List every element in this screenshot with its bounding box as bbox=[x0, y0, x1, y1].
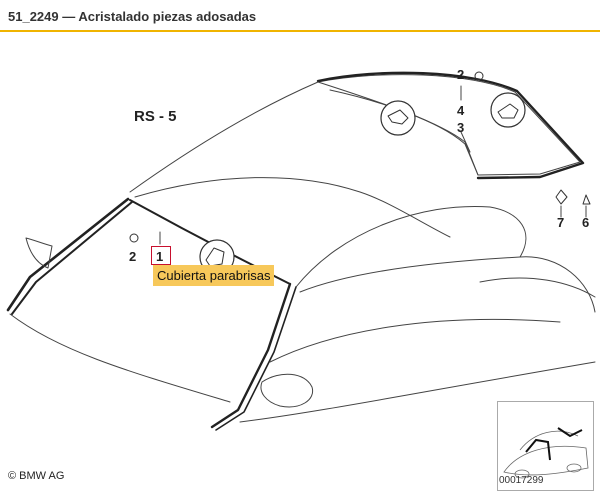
header-bar: 51_2249 — Acristalado piezas adosadas bbox=[0, 0, 600, 32]
part-6-piece bbox=[582, 194, 591, 205]
windshield-frame-b bbox=[11, 201, 133, 315]
parts-diagram: RS - 5 2 4 3 2 1 7 6 Cubierta parabrisas… bbox=[0, 32, 600, 503]
detail-circle-rear-right bbox=[490, 92, 526, 128]
rear-window-seal bbox=[316, 71, 585, 180]
roof-line bbox=[129, 81, 319, 193]
callout-6[interactable]: 6 bbox=[582, 215, 590, 230]
detail-clip-rear-right bbox=[497, 103, 519, 119]
copyright-label: © BMW AG bbox=[8, 470, 65, 482]
thumb-roof bbox=[519, 430, 579, 451]
callout-2-left[interactable]: 2 bbox=[129, 249, 137, 264]
door-line-2 bbox=[269, 318, 561, 363]
image-code: 00017299 bbox=[499, 475, 544, 486]
callout-2-top[interactable]: 2 bbox=[457, 67, 465, 82]
side-body bbox=[295, 205, 527, 288]
leader-lines bbox=[159, 85, 587, 245]
thumb-wheel-front bbox=[514, 469, 530, 479]
thumb-wheel-rear bbox=[566, 463, 582, 473]
page-title: 51_2249 — Acristalado piezas adosadas bbox=[8, 9, 257, 24]
detail-circle-rear-left bbox=[380, 100, 416, 136]
mirror-outline bbox=[260, 373, 314, 408]
thumbnail-drawing bbox=[503, 427, 589, 479]
part-2-clip-top bbox=[474, 71, 484, 81]
callout-1[interactable]: 1 bbox=[156, 249, 164, 264]
lower-body bbox=[239, 361, 596, 423]
door-line bbox=[299, 256, 596, 313]
hood-line bbox=[9, 313, 231, 403]
group-label: RS - 5 bbox=[134, 108, 177, 125]
thumb-body bbox=[503, 445, 589, 476]
a-pillar-seal bbox=[210, 282, 292, 429]
car-drawing bbox=[6, 71, 596, 431]
callout-4[interactable]: 4 bbox=[457, 103, 465, 118]
thumb-windshield bbox=[525, 438, 551, 461]
overview-thumbnail[interactable] bbox=[497, 401, 594, 491]
rear-fender bbox=[479, 277, 596, 298]
detail-clip-rear-left bbox=[387, 109, 409, 125]
callout-7[interactable]: 7 bbox=[557, 215, 565, 230]
callout-3[interactable]: 3 bbox=[457, 120, 465, 135]
windshield-frame bbox=[6, 197, 130, 312]
a-pillar-seal-b bbox=[215, 286, 297, 431]
rear-window-outline bbox=[317, 74, 581, 176]
callout-1-highlight[interactable] bbox=[151, 246, 171, 265]
part-tooltip: Cubierta parabrisas bbox=[153, 265, 275, 286]
part-7-piece bbox=[555, 189, 568, 205]
part-2-clip-left bbox=[129, 233, 139, 243]
a-pillar-trim-left bbox=[25, 237, 53, 269]
roof-line-2 bbox=[134, 177, 451, 238]
thumb-rear-window bbox=[557, 427, 583, 438]
